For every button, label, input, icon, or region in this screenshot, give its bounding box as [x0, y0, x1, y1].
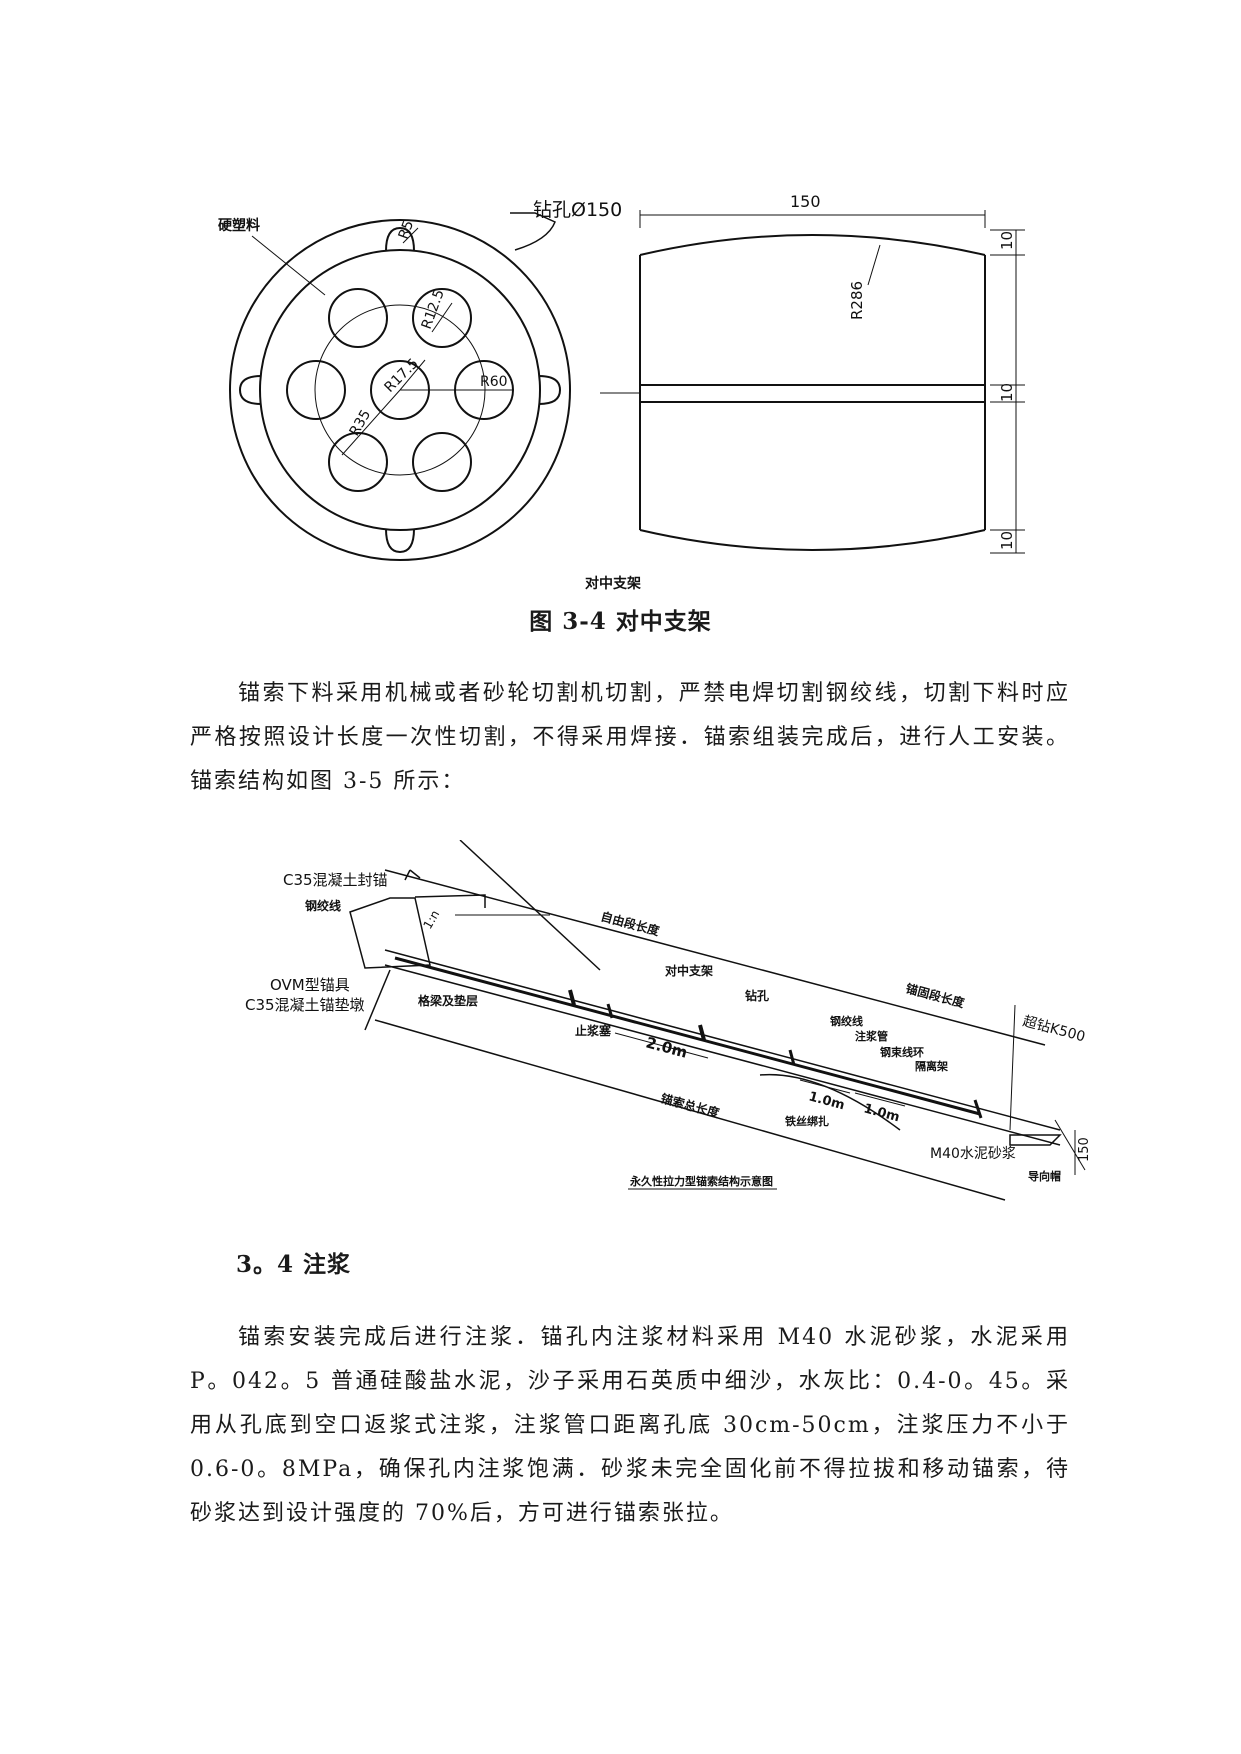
ring-label: 钢束线环 — [880, 1045, 924, 1059]
structure-title: 永久性拉力型锚索结构示意图 — [629, 1174, 773, 1188]
centering-label: 对中支架 — [665, 963, 713, 978]
total-length-label: 锚索总长度 — [659, 1090, 722, 1120]
stop-label: 止浆塞 — [575, 1023, 612, 1038]
dim-bottom-label: 10 — [998, 531, 1016, 550]
drawing-title: 对中支架 — [585, 575, 641, 592]
strand-label: 钢绞线 — [305, 898, 341, 913]
grout-pipe-label: 注浆管 — [855, 1029, 888, 1043]
width-dim-label: 150 — [790, 192, 821, 211]
r12-5-label: R12.5 — [419, 287, 448, 331]
ovm-label: OVM型锚具 — [270, 976, 350, 994]
cap-label: 导向帽 — [1028, 1169, 1061, 1183]
paragraph-cutting: 锚索下料采用机械或者砂轮切割机切割，严禁电焊切割钢绞线，切割下料时应严格按照设计… — [190, 681, 1070, 794]
wire-label: 铁丝绑扎 — [785, 1114, 829, 1128]
r60-label: R60 — [480, 374, 508, 390]
figure-anchor-structure: C35混凝土封锚 钢绞线 OVM型锚具 C35混凝土锚垫墩 格梁及垫层 1:n … — [245, 840, 1092, 1201]
figure-caption-3-4: 图 3-4 对中支架 — [529, 608, 712, 635]
free-length-label: 自由段长度 — [599, 908, 662, 938]
dim-top-label: 10 — [998, 231, 1016, 250]
anchor-length-label: 锚固段长度 — [904, 980, 967, 1010]
section-heading-grouting: 3。4 注浆 — [236, 1251, 352, 1278]
outer-circle — [229, 219, 571, 561]
c35-seal-label: C35混凝土封锚 — [283, 871, 388, 889]
dim-150-label: 150 — [1077, 1137, 1092, 1162]
hole-label: 钻孔 — [745, 988, 769, 1003]
figure-centering-bracket: 硬塑料 钻孔Ø150 R5 R12.5 R17.5 R60 R35 150 R2… — [218, 192, 1025, 592]
mortar-label: M40水泥砂浆 — [930, 1146, 1016, 1162]
radius-label: R286 — [848, 281, 866, 320]
slope-label: 1:n — [420, 908, 442, 932]
beam-label: 格梁及垫层 — [418, 993, 478, 1008]
spacer-label: 隔离架 — [915, 1059, 948, 1073]
c35-pad-label: C35混凝土锚垫墩 — [245, 996, 365, 1014]
dim-2m-label: 2.0m — [644, 1033, 689, 1061]
inner-circle — [259, 249, 541, 531]
dim-1m-b-label: 1.0m — [862, 1101, 901, 1125]
dim-mid-label: 10 — [998, 383, 1016, 402]
hole-diameter-label: 钻孔Ø150 — [533, 199, 622, 221]
r5-label: R5 — [396, 218, 417, 241]
strand2-label: 钢绞线 — [830, 1014, 863, 1028]
paragraph-grouting: 锚索安装完成后进行注浆．锚孔内注浆材料采用 M40 水泥砂浆，水泥采用 P。04… — [190, 1325, 1070, 1526]
filler-label: 硬塑料 — [218, 217, 260, 234]
